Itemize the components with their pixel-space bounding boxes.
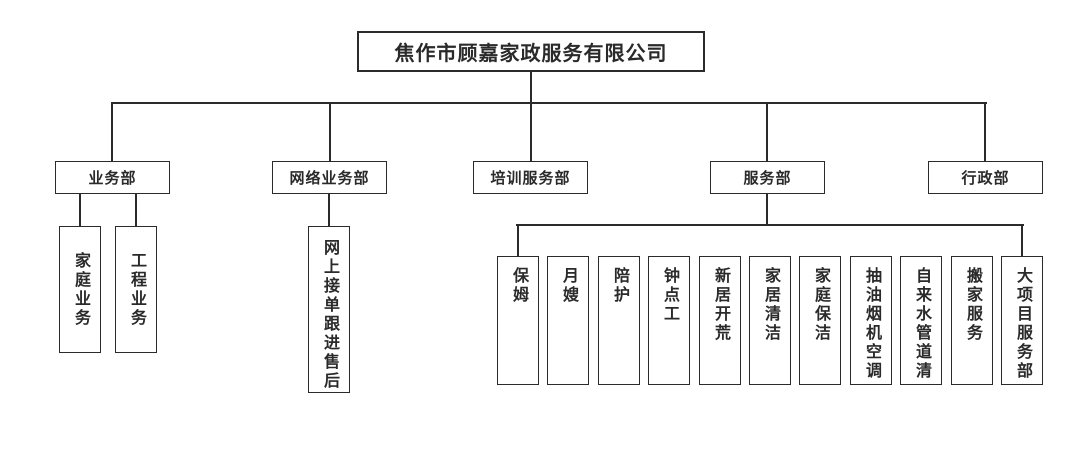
org-node-training-service-dept: 培训服务部 [473, 161, 588, 194]
connector-line [79, 194, 81, 226]
node-label: 工程业务 [128, 251, 145, 328]
org-node-engineering-business: 工程业务 [115, 226, 157, 353]
connector-line [530, 72, 532, 161]
connector-line [766, 104, 768, 161]
org-node-network-business-dept: 网络业务部 [272, 161, 387, 194]
connector-line [328, 194, 330, 226]
node-label: 大项目服务部 [1014, 267, 1031, 381]
connector-line [329, 104, 331, 161]
org-node-household-cleaning: 家庭保洁 [799, 256, 841, 385]
org-node-company: 焦作市顾嘉家政服务有限公司 [357, 31, 705, 72]
org-node-service-dept: 服务部 [710, 161, 825, 194]
org-node-water-pipe-cleaning: 自来水管道清 [900, 256, 942, 385]
org-node-nanny: 保姆 [497, 256, 539, 385]
connector-line [135, 194, 137, 226]
connector-line [984, 104, 986, 161]
connector-line [766, 194, 768, 225]
org-node-maternity-matron: 月嫂 [547, 256, 589, 385]
org-node-caregiver: 陪护 [598, 256, 640, 385]
node-label: 搬家服务 [964, 267, 981, 343]
connector-line [1021, 226, 1023, 256]
org-node-family-business: 家庭业务 [59, 226, 101, 353]
connector-line [517, 226, 519, 256]
node-label: 抽油烟机空调 [863, 267, 880, 381]
node-label: 陪护 [611, 267, 628, 305]
node-label: 钟点工 [661, 267, 678, 324]
connector-line [111, 102, 987, 104]
node-label: 自来水管道清 [913, 267, 930, 381]
org-node-major-project-service-dept: 大项目服务部 [1001, 256, 1043, 385]
org-node-hourly-worker: 钟点工 [648, 256, 690, 385]
node-label: 保姆 [510, 267, 527, 305]
org-node-range-hood-ac: 抽油烟机空调 [850, 256, 892, 385]
org-node-moving-service: 搬家服务 [951, 256, 993, 385]
org-node-new-home-cleaning: 新居开荒 [699, 256, 741, 385]
node-label: 家庭业务 [72, 251, 89, 328]
org-node-admin-dept: 行政部 [928, 161, 1043, 194]
node-label: 月嫂 [560, 267, 577, 305]
node-label: 新居开荒 [712, 267, 729, 343]
connector-line [516, 224, 1024, 226]
connector-line [111, 104, 113, 161]
node-label: 网上接单跟进售后 [321, 239, 338, 391]
org-node-online-order-followup-aftersales: 网上接单跟进售后 [308, 226, 350, 393]
node-label: 家居清洁 [762, 267, 779, 343]
org-node-business-dept: 业务部 [55, 161, 170, 194]
node-label: 家庭保洁 [812, 267, 829, 343]
org-node-home-cleaning: 家居清洁 [749, 256, 791, 385]
